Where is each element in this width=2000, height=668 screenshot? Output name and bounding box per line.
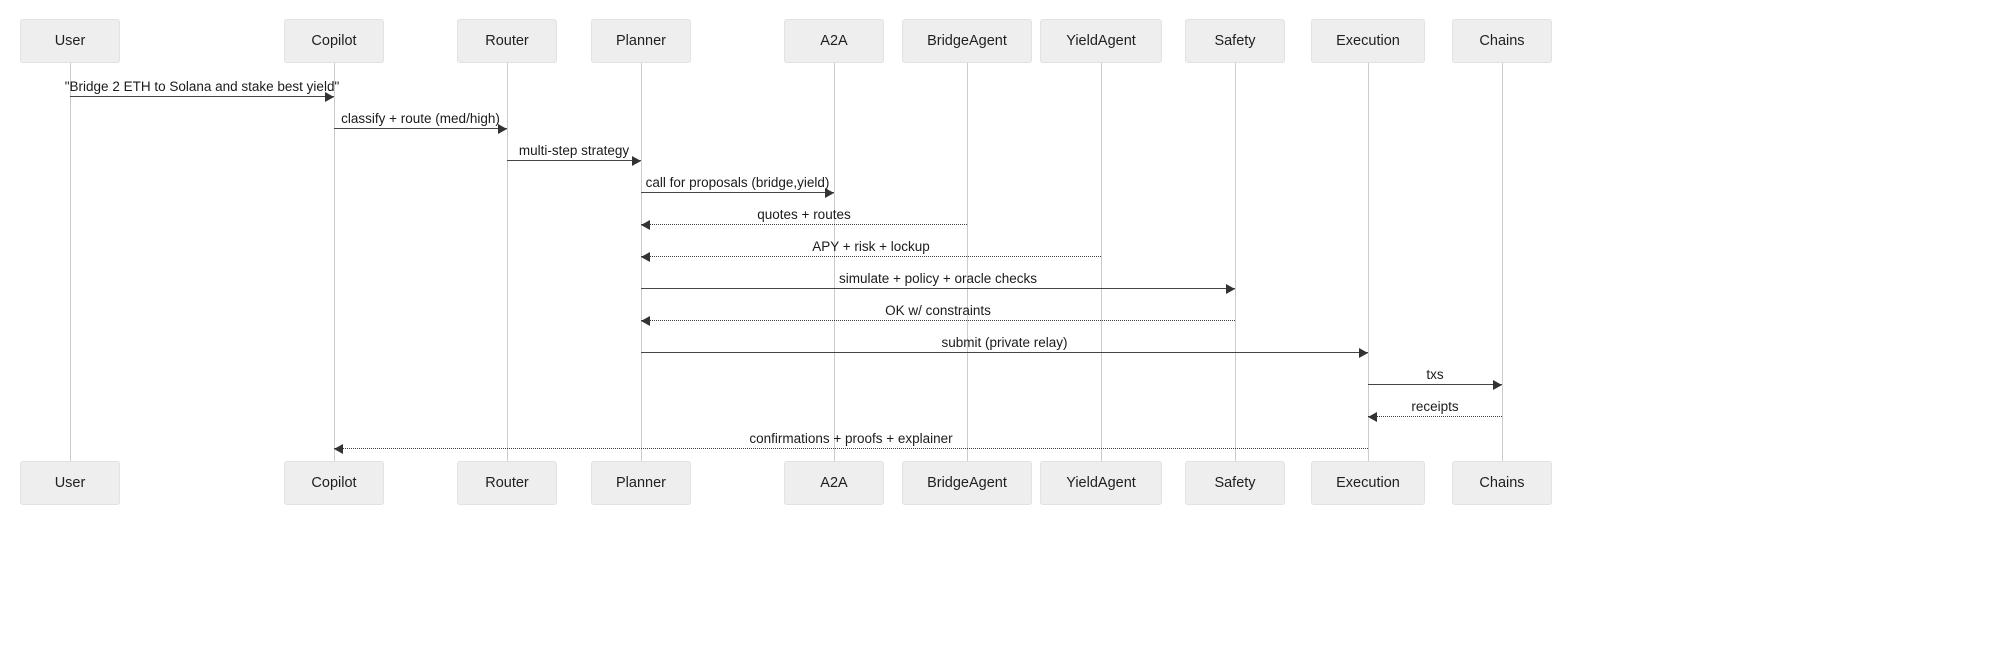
message-arrowhead-7 [641, 316, 650, 326]
message-arrowhead-3 [825, 188, 834, 198]
participant-label: Safety [1214, 33, 1256, 49]
participant-header-user[interactable]: User [20, 19, 120, 63]
message-label-6: simulate + policy + oracle checks [838, 271, 1038, 286]
lifeline-execution [1368, 63, 1369, 461]
lifeline-copilot [334, 63, 335, 461]
message-arrowhead-1 [498, 124, 507, 134]
message-label-10: receipts [1411, 399, 1459, 414]
lifeline-a2a [834, 63, 835, 461]
message-arrowhead-2 [632, 156, 641, 166]
participant-label: Router [485, 475, 529, 491]
message-arrowhead-9 [1493, 380, 1502, 390]
participant-header-planner[interactable]: Planner [591, 19, 691, 63]
message-line-6 [641, 288, 1235, 289]
participant-header-yieldagent[interactable]: YieldAgent [1040, 19, 1162, 63]
participant-label: A2A [820, 33, 848, 49]
message-line-3 [641, 192, 834, 193]
message-arrowhead-11 [334, 444, 343, 454]
message-line-7 [641, 320, 1235, 321]
lifeline-chains [1502, 63, 1503, 461]
lifeline-bridgeagent [967, 63, 968, 461]
message-label-2: multi-step strategy [518, 143, 630, 158]
message-arrowhead-6 [1226, 284, 1235, 294]
participant-label: Chains [1479, 33, 1525, 49]
participant-footer-router[interactable]: Router [457, 461, 557, 505]
lifeline-planner [641, 63, 642, 461]
participant-footer-copilot[interactable]: Copilot [284, 461, 384, 505]
message-line-10 [1368, 416, 1502, 417]
participant-footer-yieldagent[interactable]: YieldAgent [1040, 461, 1162, 505]
participant-label: Planner [616, 33, 666, 49]
message-arrowhead-10 [1368, 412, 1377, 422]
message-line-1 [334, 128, 507, 129]
participant-label: YieldAgent [1066, 475, 1136, 491]
participant-label: Execution [1336, 33, 1400, 49]
participant-footer-chains[interactable]: Chains [1452, 461, 1552, 505]
lifeline-yieldagent [1101, 63, 1102, 461]
message-line-4 [641, 224, 967, 225]
lifeline-user [70, 63, 71, 461]
message-label-3: call for proposals (bridge,yield) [645, 175, 830, 190]
message-arrowhead-0 [325, 92, 334, 102]
message-line-9 [1368, 384, 1502, 385]
message-arrowhead-5 [641, 252, 650, 262]
message-label-0: "Bridge 2 ETH to Solana and stake best y… [64, 79, 340, 94]
participant-label: Safety [1214, 475, 1256, 491]
participant-header-bridgeagent[interactable]: BridgeAgent [901, 19, 1033, 63]
participant-header-router[interactable]: Router [457, 19, 557, 63]
participant-label: BridgeAgent [927, 33, 1007, 49]
message-label-1: classify + route (med/high) [341, 111, 500, 126]
message-line-11 [334, 448, 1368, 449]
participant-label: User [54, 475, 86, 491]
message-label-5: APY + risk + lockup [812, 239, 930, 254]
participant-footer-a2a[interactable]: A2A [784, 461, 884, 505]
message-label-8: submit (private relay) [941, 335, 1068, 350]
message-label-7: OK w/ constraints [885, 303, 991, 318]
message-line-2 [507, 160, 641, 161]
participant-label: Planner [616, 475, 666, 491]
message-line-8 [641, 352, 1368, 353]
participant-label: Router [485, 33, 529, 49]
message-line-0 [70, 96, 334, 97]
lifeline-router [507, 63, 508, 461]
message-arrowhead-8 [1359, 348, 1368, 358]
participant-footer-bridgeagent[interactable]: BridgeAgent [901, 461, 1033, 505]
participant-footer-planner[interactable]: Planner [591, 461, 691, 505]
participant-footer-safety[interactable]: Safety [1185, 461, 1285, 505]
participant-label: User [54, 33, 86, 49]
message-label-11: confirmations + proofs + explainer [749, 431, 953, 446]
participant-label: YieldAgent [1066, 33, 1136, 49]
participant-header-safety[interactable]: Safety [1185, 19, 1285, 63]
participant-label: A2A [820, 475, 848, 491]
participant-header-copilot[interactable]: Copilot [284, 19, 384, 63]
participant-label: BridgeAgent [927, 475, 1007, 491]
participant-label: Chains [1479, 475, 1525, 491]
participant-header-a2a[interactable]: A2A [784, 19, 884, 63]
participant-footer-user[interactable]: User [20, 461, 120, 505]
participant-footer-execution[interactable]: Execution [1311, 461, 1425, 505]
message-line-5 [641, 256, 1101, 257]
message-label-4: quotes + routes [757, 207, 851, 222]
participant-label: Copilot [311, 33, 357, 49]
participant-label: Execution [1336, 475, 1400, 491]
message-label-9: txs [1426, 367, 1444, 382]
participant-label: Copilot [311, 475, 357, 491]
participant-header-chains[interactable]: Chains [1452, 19, 1552, 63]
message-arrowhead-4 [641, 220, 650, 230]
lifeline-safety [1235, 63, 1236, 461]
participant-header-execution[interactable]: Execution [1311, 19, 1425, 63]
